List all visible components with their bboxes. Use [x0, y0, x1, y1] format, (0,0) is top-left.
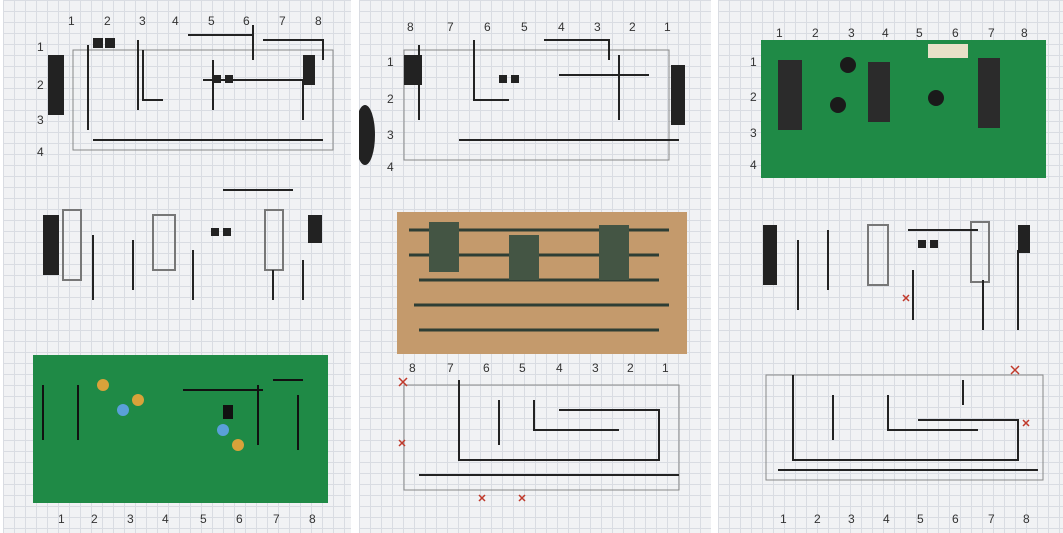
col-label: 8	[315, 14, 322, 28]
col-label-bottom: 7	[447, 361, 454, 375]
col-label-bottom: 3	[592, 361, 599, 375]
col-label: 2	[812, 26, 819, 40]
photo-panel-right: 1 2 3 4 5 6 7 8 1 2 3 4 1 2 3 4 5 6 7 8	[718, 0, 1063, 533]
col-label: 1	[776, 26, 783, 40]
col-label-bottom: 7	[988, 512, 995, 526]
col-label-bottom: 2	[627, 361, 634, 375]
photo-panel-middle: 8 7 6 5 4 3 2 1 1 2 3 4 8 7 6 5 4 3 2 1	[359, 0, 711, 533]
col-label: 4	[558, 20, 565, 34]
col-label-bottom: 5	[200, 512, 207, 526]
col-label-bottom: 4	[162, 512, 169, 526]
col-label: 2	[629, 20, 636, 34]
col-label-bottom: 8	[409, 361, 416, 375]
col-label: 7	[447, 20, 454, 34]
col-label: 3	[594, 20, 601, 34]
col-label: 1	[664, 20, 671, 34]
col-label-bottom: 1	[58, 512, 65, 526]
row-label: 2	[37, 78, 44, 92]
row-label: 3	[387, 128, 394, 142]
col-label-bottom: 6	[952, 512, 959, 526]
row-label: 2	[387, 92, 394, 106]
col-label-bottom: 5	[519, 361, 526, 375]
row-label: 4	[387, 160, 394, 174]
col-label: 7	[279, 14, 286, 28]
layout-drawing-right	[761, 40, 1046, 481]
col-label: 5	[916, 26, 923, 40]
col-label-bottom: 3	[848, 512, 855, 526]
col-label-bottom: 6	[236, 512, 243, 526]
col-label: 5	[208, 14, 215, 28]
col-label: 6	[243, 14, 250, 28]
col-label-bottom: 1	[662, 361, 669, 375]
row-label: 4	[37, 145, 44, 159]
col-label-bottom: 4	[883, 512, 890, 526]
layout-drawing-left	[33, 25, 334, 503]
col-label-bottom: 7	[273, 512, 280, 526]
col-label-bottom: 5	[917, 512, 924, 526]
row-label: 2	[750, 90, 757, 104]
col-label: 8	[1021, 26, 1028, 40]
row-label: 3	[37, 113, 44, 127]
col-label-bottom: 4	[556, 361, 563, 375]
col-label-bottom: 1	[780, 512, 787, 526]
pcb-green-board	[761, 40, 1046, 178]
col-label-bottom: 2	[91, 512, 98, 526]
col-label-bottom: 2	[814, 512, 821, 526]
col-label: 8	[407, 20, 414, 34]
col-label-bottom: 8	[1023, 512, 1030, 526]
row-label: 4	[750, 158, 757, 172]
row-label: 1	[387, 55, 394, 69]
col-label: 4	[882, 26, 889, 40]
col-label: 3	[848, 26, 855, 40]
col-label-bottom: 8	[309, 512, 316, 526]
row-label: 1	[750, 55, 757, 69]
row-label: 3	[750, 126, 757, 140]
col-label: 3	[139, 14, 146, 28]
col-label: 1	[68, 14, 75, 28]
col-label: 7	[988, 26, 995, 40]
col-label: 6	[484, 20, 491, 34]
col-label: 4	[172, 14, 179, 28]
layout-drawing-middle	[359, 39, 687, 502]
col-label: 2	[104, 14, 111, 28]
col-label-bottom: 3	[127, 512, 134, 526]
col-label: 5	[521, 20, 528, 34]
col-label-bottom: 6	[483, 361, 490, 375]
row-label: 1	[37, 40, 44, 54]
col-label: 6	[952, 26, 959, 40]
photo-panel-left: 1 2 3 4 5 6 7 8 1 2 3 4 1 2 3 4 5 6 7 8	[3, 0, 351, 533]
